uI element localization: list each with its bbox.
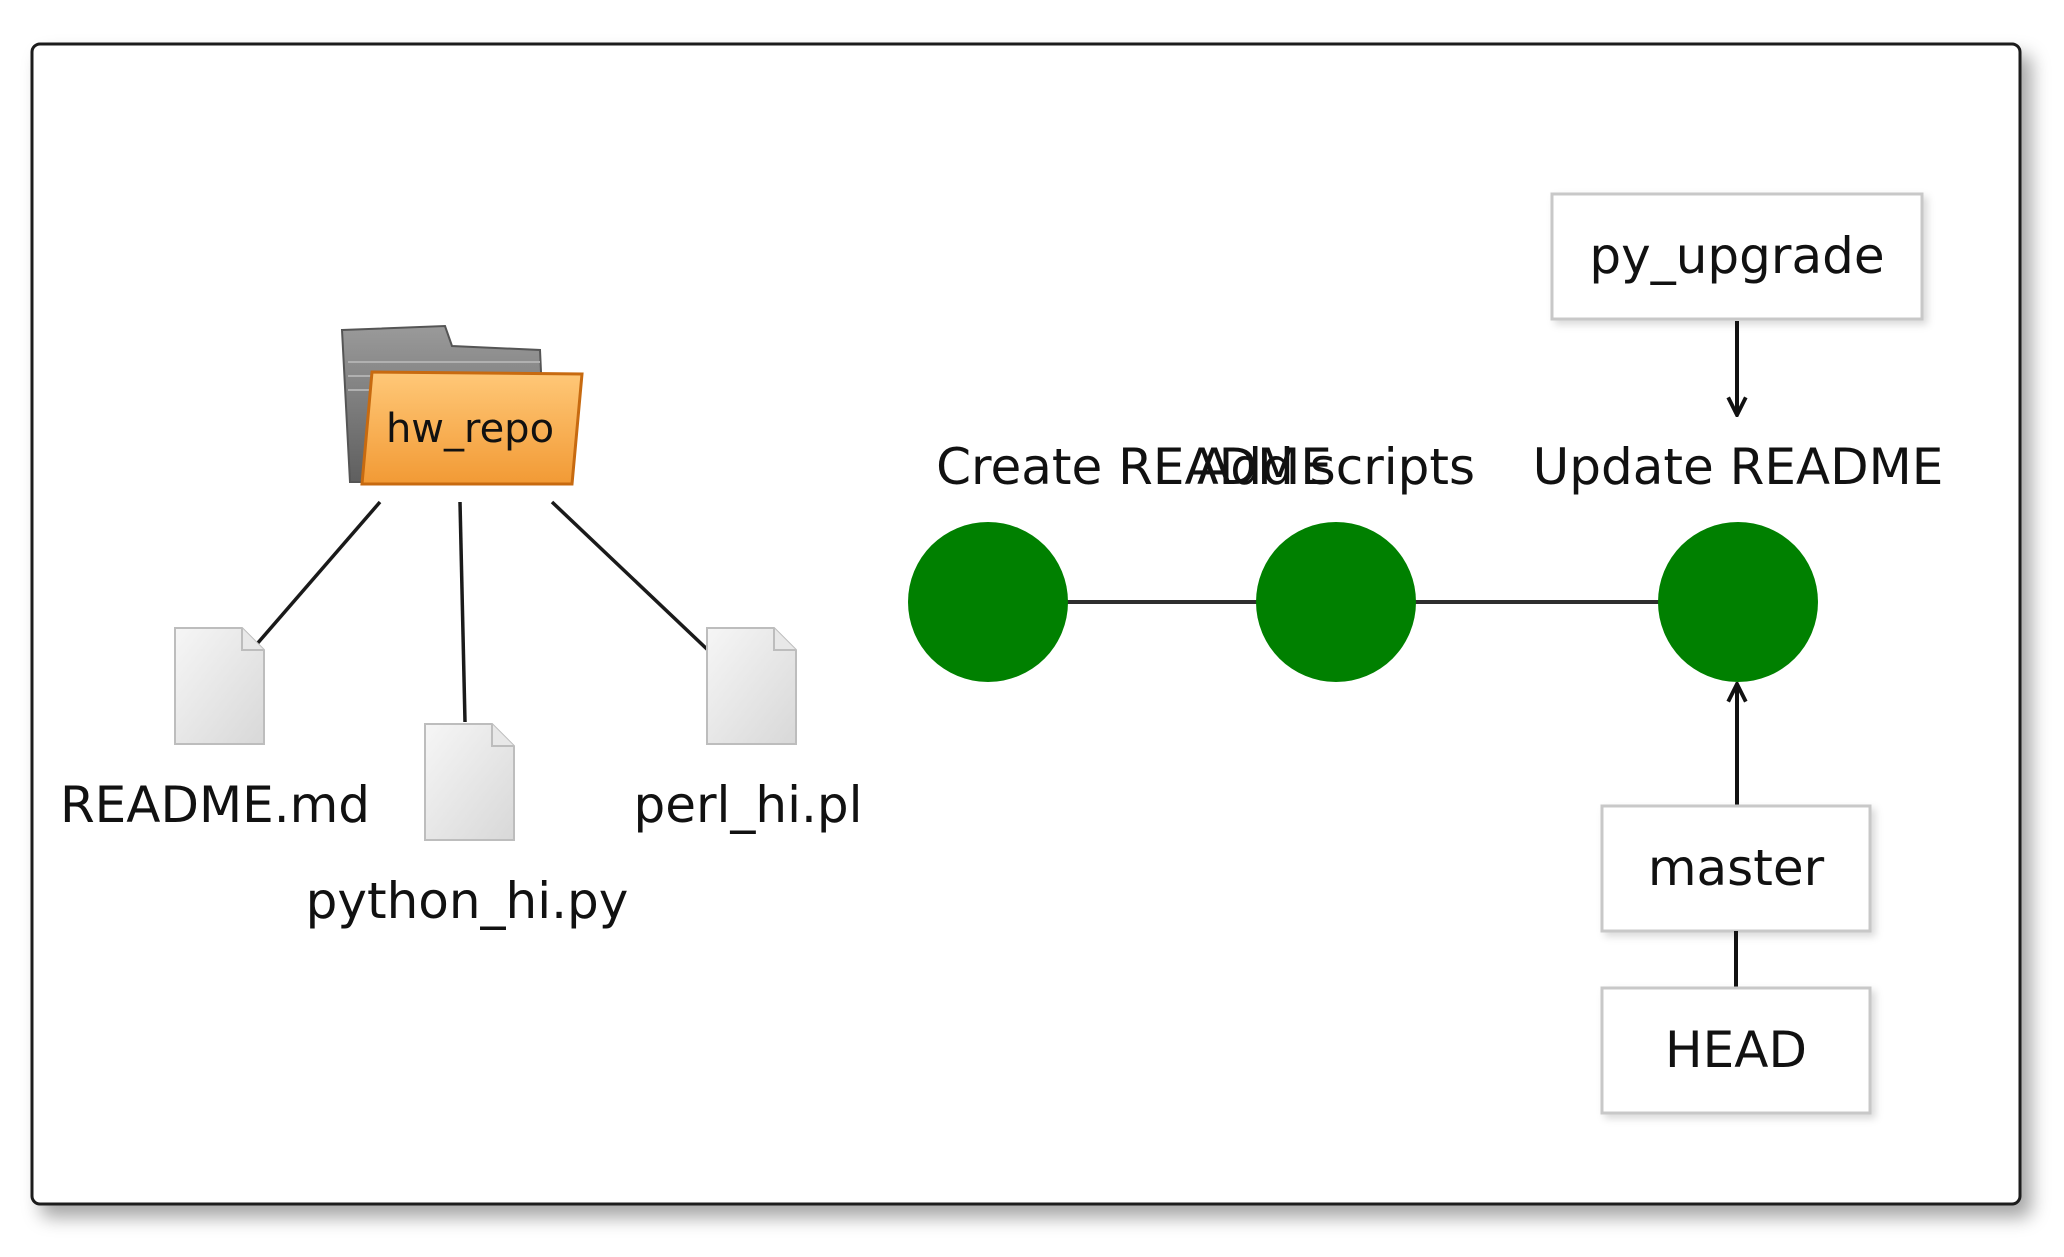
folder-icon[interactable]: hw_repo — [340, 324, 584, 486]
commit-node-create-readme[interactable] — [908, 522, 1068, 682]
tree-link-python — [458, 501, 467, 723]
file-icon[interactable] — [174, 627, 265, 745]
tree-link-perl — [550, 500, 712, 654]
commit-node-update-readme[interactable] — [1658, 522, 1818, 682]
commit-label-update-readme: Update README — [1533, 438, 1944, 496]
refs: py_upgrade master HEAD — [1550, 192, 1924, 1115]
head-box[interactable] — [1600, 986, 1872, 1115]
repo-tree: hw_repo README.md python_hi.py perl_hi.p… — [60, 324, 863, 930]
commit-node-add-scripts[interactable] — [1256, 522, 1416, 682]
branch-box-py-upgrade[interactable] — [1550, 192, 1924, 321]
branch-label-master: master — [1648, 839, 1825, 897]
commit-label-add-scripts: Add scripts — [1197, 438, 1475, 496]
file-icon[interactable] — [706, 627, 797, 745]
commit-label-create-readme: Create README — [936, 438, 1332, 496]
folder-label: hw_repo — [386, 406, 554, 452]
file-label-perl: perl_hi.pl — [633, 776, 862, 834]
file-label-readme: README.md — [60, 776, 370, 834]
file-icon[interactable] — [424, 723, 515, 841]
branch-label-py-upgrade: py_upgrade — [1589, 227, 1884, 285]
branch-box-master[interactable] — [1600, 804, 1872, 933]
head-label: HEAD — [1665, 1021, 1807, 1079]
commit-graph: Create README Add scripts Update README — [908, 438, 1943, 682]
file-label-python: python_hi.py — [306, 872, 629, 930]
tree-link-readme — [248, 500, 382, 654]
